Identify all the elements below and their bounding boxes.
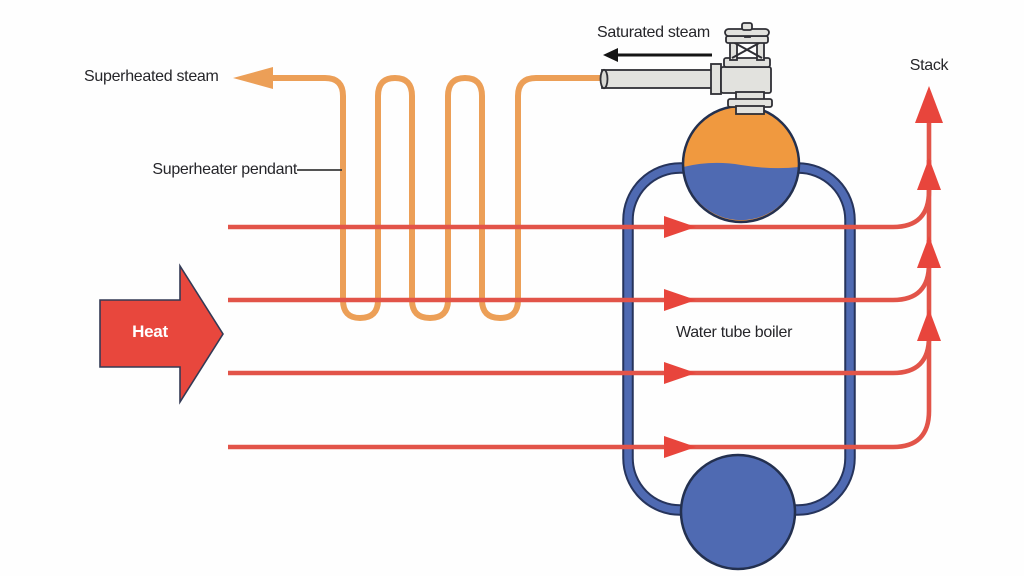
valve-handwheel-nut — [741, 22, 753, 31]
steam-drum — [681, 104, 801, 224]
stack-arrowhead-2 — [917, 158, 941, 190]
superheater-coil — [272, 74, 601, 322]
stack-arrowhead-3 — [917, 236, 941, 268]
heat-label: Heat — [132, 322, 168, 341]
stack-arrowhead-4 — [917, 309, 941, 341]
steam-drum-water — [683, 162, 799, 221]
saturated-steam-label: Saturated steam — [597, 24, 710, 41]
flow-arrowhead-4 — [664, 436, 696, 458]
steam-stop-valve-assembly — [599, 22, 773, 115]
heat-arrow — [99, 263, 224, 405]
valve-brace-2 — [731, 41, 762, 59]
stack-label: Stack — [909, 57, 949, 74]
saturated-steam-arrow — [603, 48, 712, 62]
flow-arrowhead-1 — [664, 216, 696, 238]
pipe-flange — [710, 63, 722, 95]
valve-drum-stub — [735, 105, 765, 115]
heat-line-3 — [228, 315, 932, 376]
saturated-steam-pipe — [601, 69, 715, 89]
valve-body — [720, 66, 772, 94]
superheater-coil-path — [272, 74, 601, 322]
saturated-steam-arrowhead — [603, 48, 618, 62]
heat-line-arrowheads — [664, 216, 696, 458]
mud-drum — [679, 453, 797, 571]
heat-line-4 — [228, 410, 932, 450]
water-tube-boiler-label: Water tube boiler — [676, 324, 793, 341]
superheater-pendant-label: Superheater pendant — [152, 161, 297, 178]
stack-arrowhead-top — [915, 86, 943, 123]
flow-arrowhead-2 — [664, 289, 696, 311]
pipe-opening — [599, 68, 609, 90]
heat-line-2 — [228, 240, 932, 303]
superheated-steam-arrowhead — [233, 67, 273, 89]
stack-arrowheads — [915, 86, 943, 341]
flow-arrowhead-3 — [664, 362, 696, 384]
superheated-steam-label: Superheated steam — [84, 68, 219, 85]
